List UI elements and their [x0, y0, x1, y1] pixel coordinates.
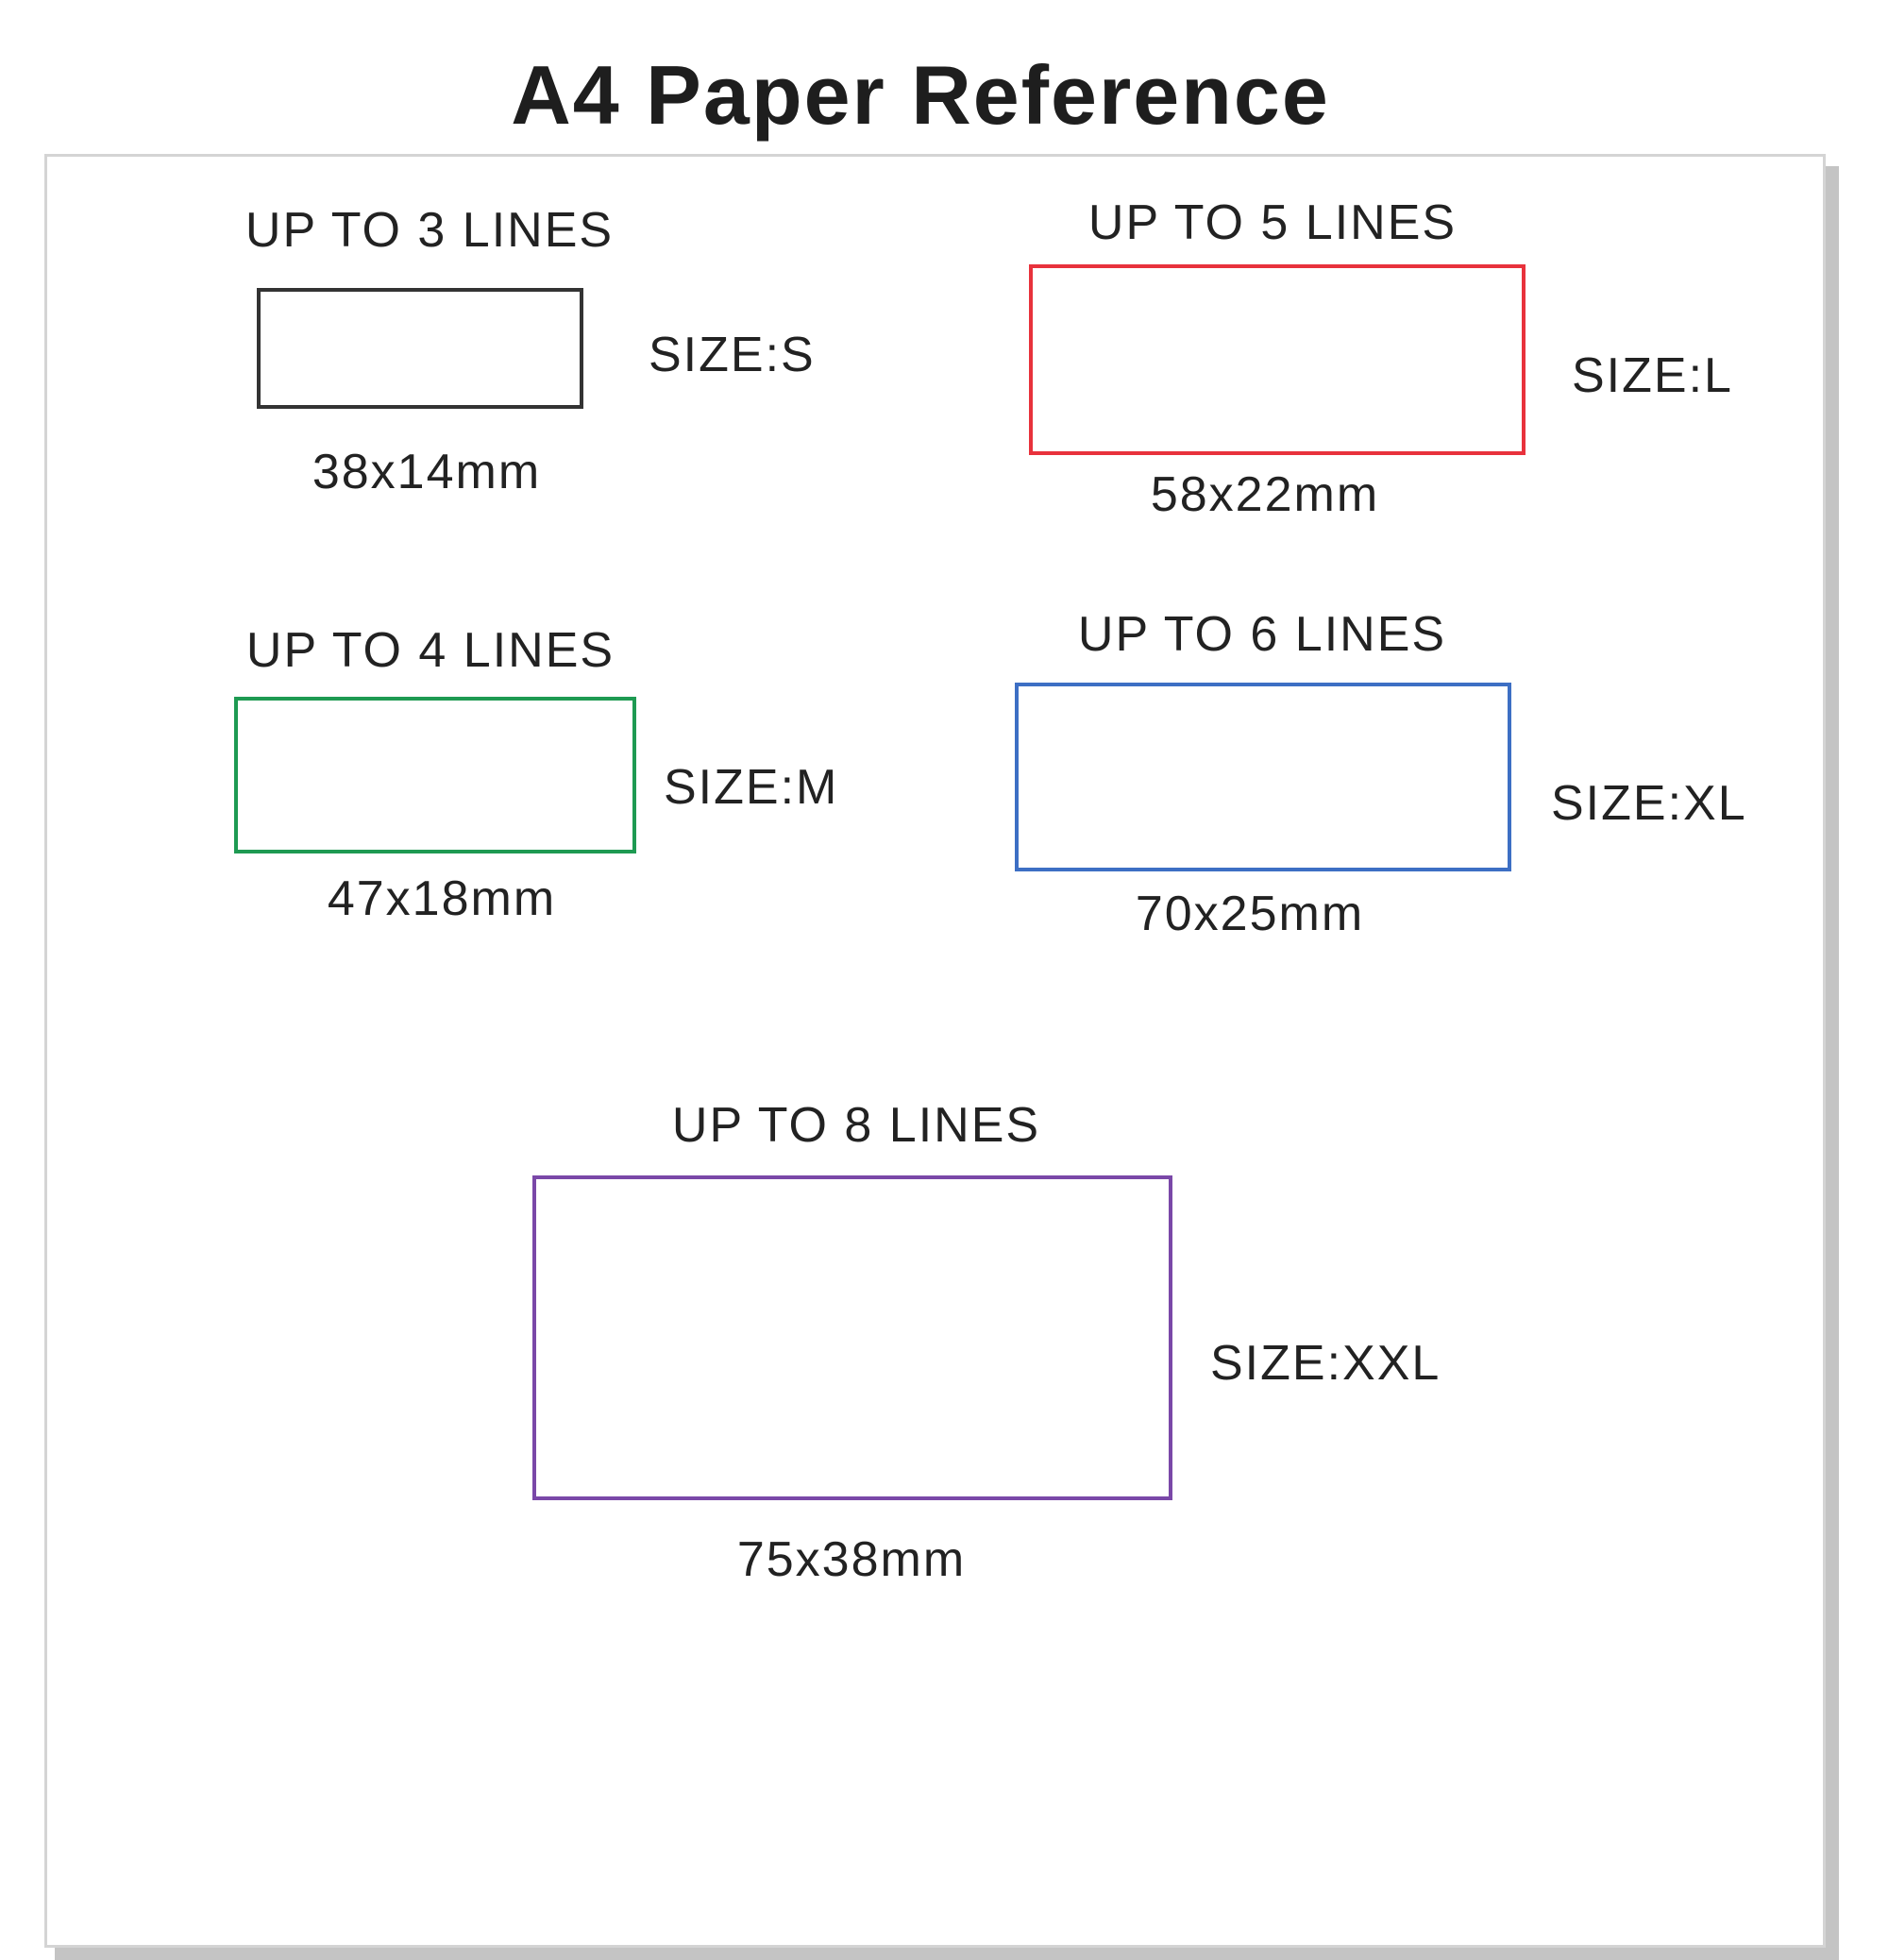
- dimension-caption: 47x18mm: [327, 871, 557, 926]
- dimension-caption: 70x25mm: [1135, 887, 1365, 941]
- size-caption: SIZE:L: [1572, 348, 1733, 403]
- lines-caption: UP TO 8 LINES: [671, 1098, 1041, 1153]
- size-caption: SIZE:XL: [1551, 776, 1747, 831]
- label-outline-xxl: [532, 1175, 1172, 1500]
- lines-caption: UP TO 6 LINES: [1077, 607, 1447, 662]
- label-outline-s: [257, 288, 583, 409]
- dimension-caption: 38x14mm: [312, 445, 542, 499]
- label-outline-m: [234, 697, 636, 853]
- paper-sheet: [44, 154, 1826, 1948]
- lines-caption: UP TO 3 LINES: [244, 203, 615, 258]
- size-caption: SIZE:XXL: [1210, 1336, 1441, 1391]
- size-caption: SIZE:S: [649, 328, 816, 382]
- label-outline-xl: [1015, 683, 1511, 871]
- lines-caption: UP TO 5 LINES: [1087, 195, 1458, 250]
- size-caption: SIZE:M: [664, 760, 839, 815]
- dimension-caption: 58x22mm: [1150, 467, 1380, 522]
- dimension-caption: 75x38mm: [736, 1532, 967, 1587]
- page-title: A4 Paper Reference: [511, 48, 1330, 142]
- label-outline-l: [1029, 264, 1526, 455]
- lines-caption: UP TO 4 LINES: [245, 623, 615, 678]
